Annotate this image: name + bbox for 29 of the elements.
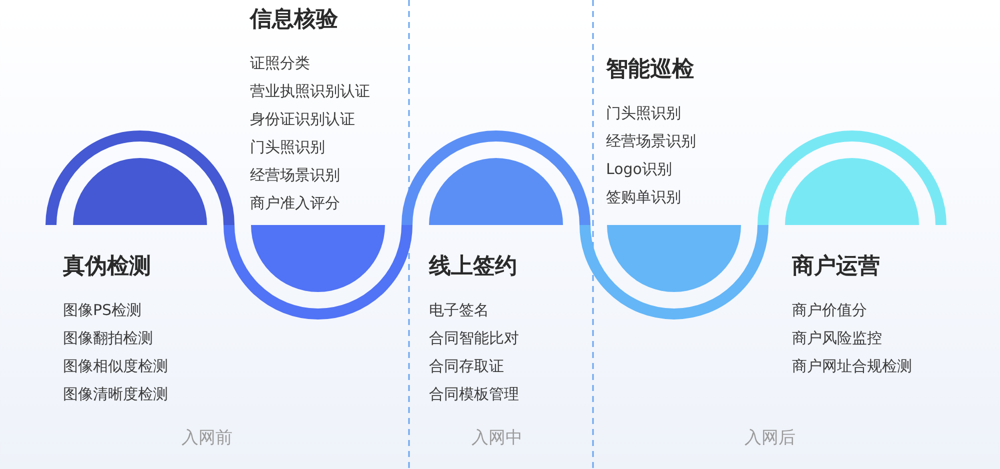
list-item: 证照分类 (250, 53, 311, 74)
list-item: 商户风险监控 (792, 328, 883, 349)
stage-title: 智能巡检 (606, 56, 695, 84)
stage-title: 信息核验 (250, 6, 339, 34)
stage-title: 真伪检测 (63, 253, 152, 281)
phase-label: 入网前 (182, 427, 232, 449)
list-item: 图像相似度检测 (63, 356, 168, 377)
list-item: 商户准入评分 (250, 193, 341, 214)
list-item: 营业执照识别认证 (250, 81, 370, 102)
list-item: 图像PS检测 (63, 300, 143, 321)
list-item: 电子签名 (429, 300, 490, 321)
list-item: 经营场景识别 (606, 131, 696, 152)
list-item: 商户网址合规检测 (792, 356, 912, 377)
list-item: 合同智能比对 (429, 328, 519, 349)
list-item: 合同存取证 (429, 356, 505, 377)
stage-title: 线上签约 (429, 253, 518, 281)
list-item: 身份证识别认证 (250, 109, 356, 130)
list-item: 商户价值分 (792, 300, 868, 321)
list-item: 图像翻拍检测 (63, 328, 154, 349)
list-item: 门头照识别 (606, 103, 682, 124)
list-item: 图像清晰度检测 (63, 384, 168, 405)
list-item: 门头照识别 (250, 137, 326, 158)
list-item: 经营场景识别 (250, 165, 341, 186)
phase-label: 入网中 (472, 427, 522, 449)
list-item: 签购单识别 (606, 187, 682, 208)
list-item: 合同模板管理 (429, 384, 519, 405)
stage-title: 商户运营 (792, 253, 881, 281)
list-item: Logo识别 (606, 159, 673, 180)
phase-label: 入网后 (744, 427, 796, 449)
